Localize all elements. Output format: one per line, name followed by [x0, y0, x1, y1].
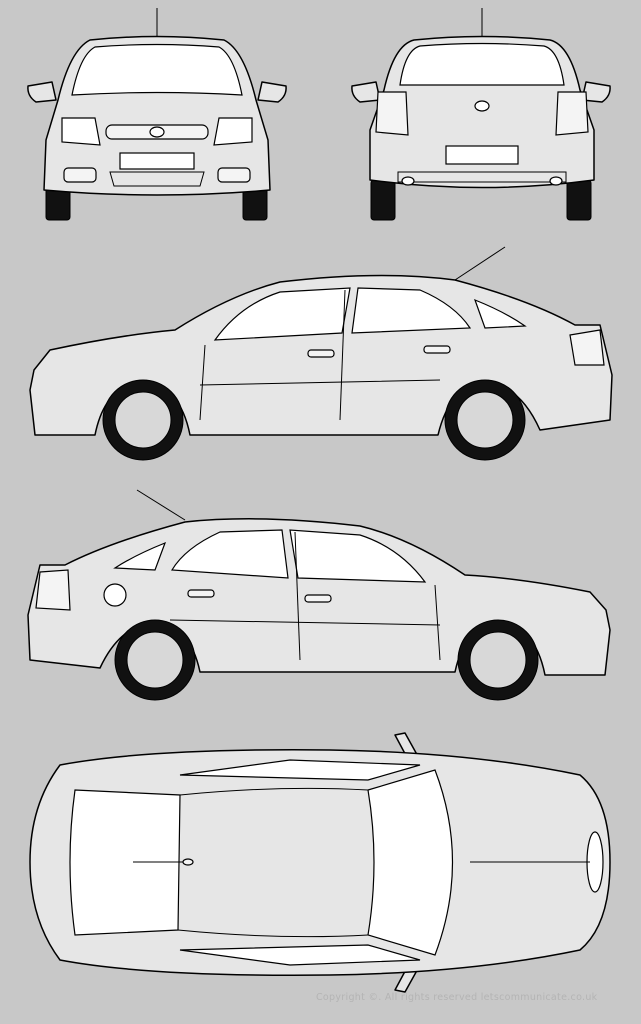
right-side-view: [27, 489, 611, 701]
top-view: [29, 732, 611, 993]
copyright-text: Copyright ©. All rights reserved letscom…: [316, 992, 598, 1003]
rear-view: [351, 8, 611, 221]
left-side-view: [29, 246, 613, 461]
front-view: [27, 8, 287, 221]
